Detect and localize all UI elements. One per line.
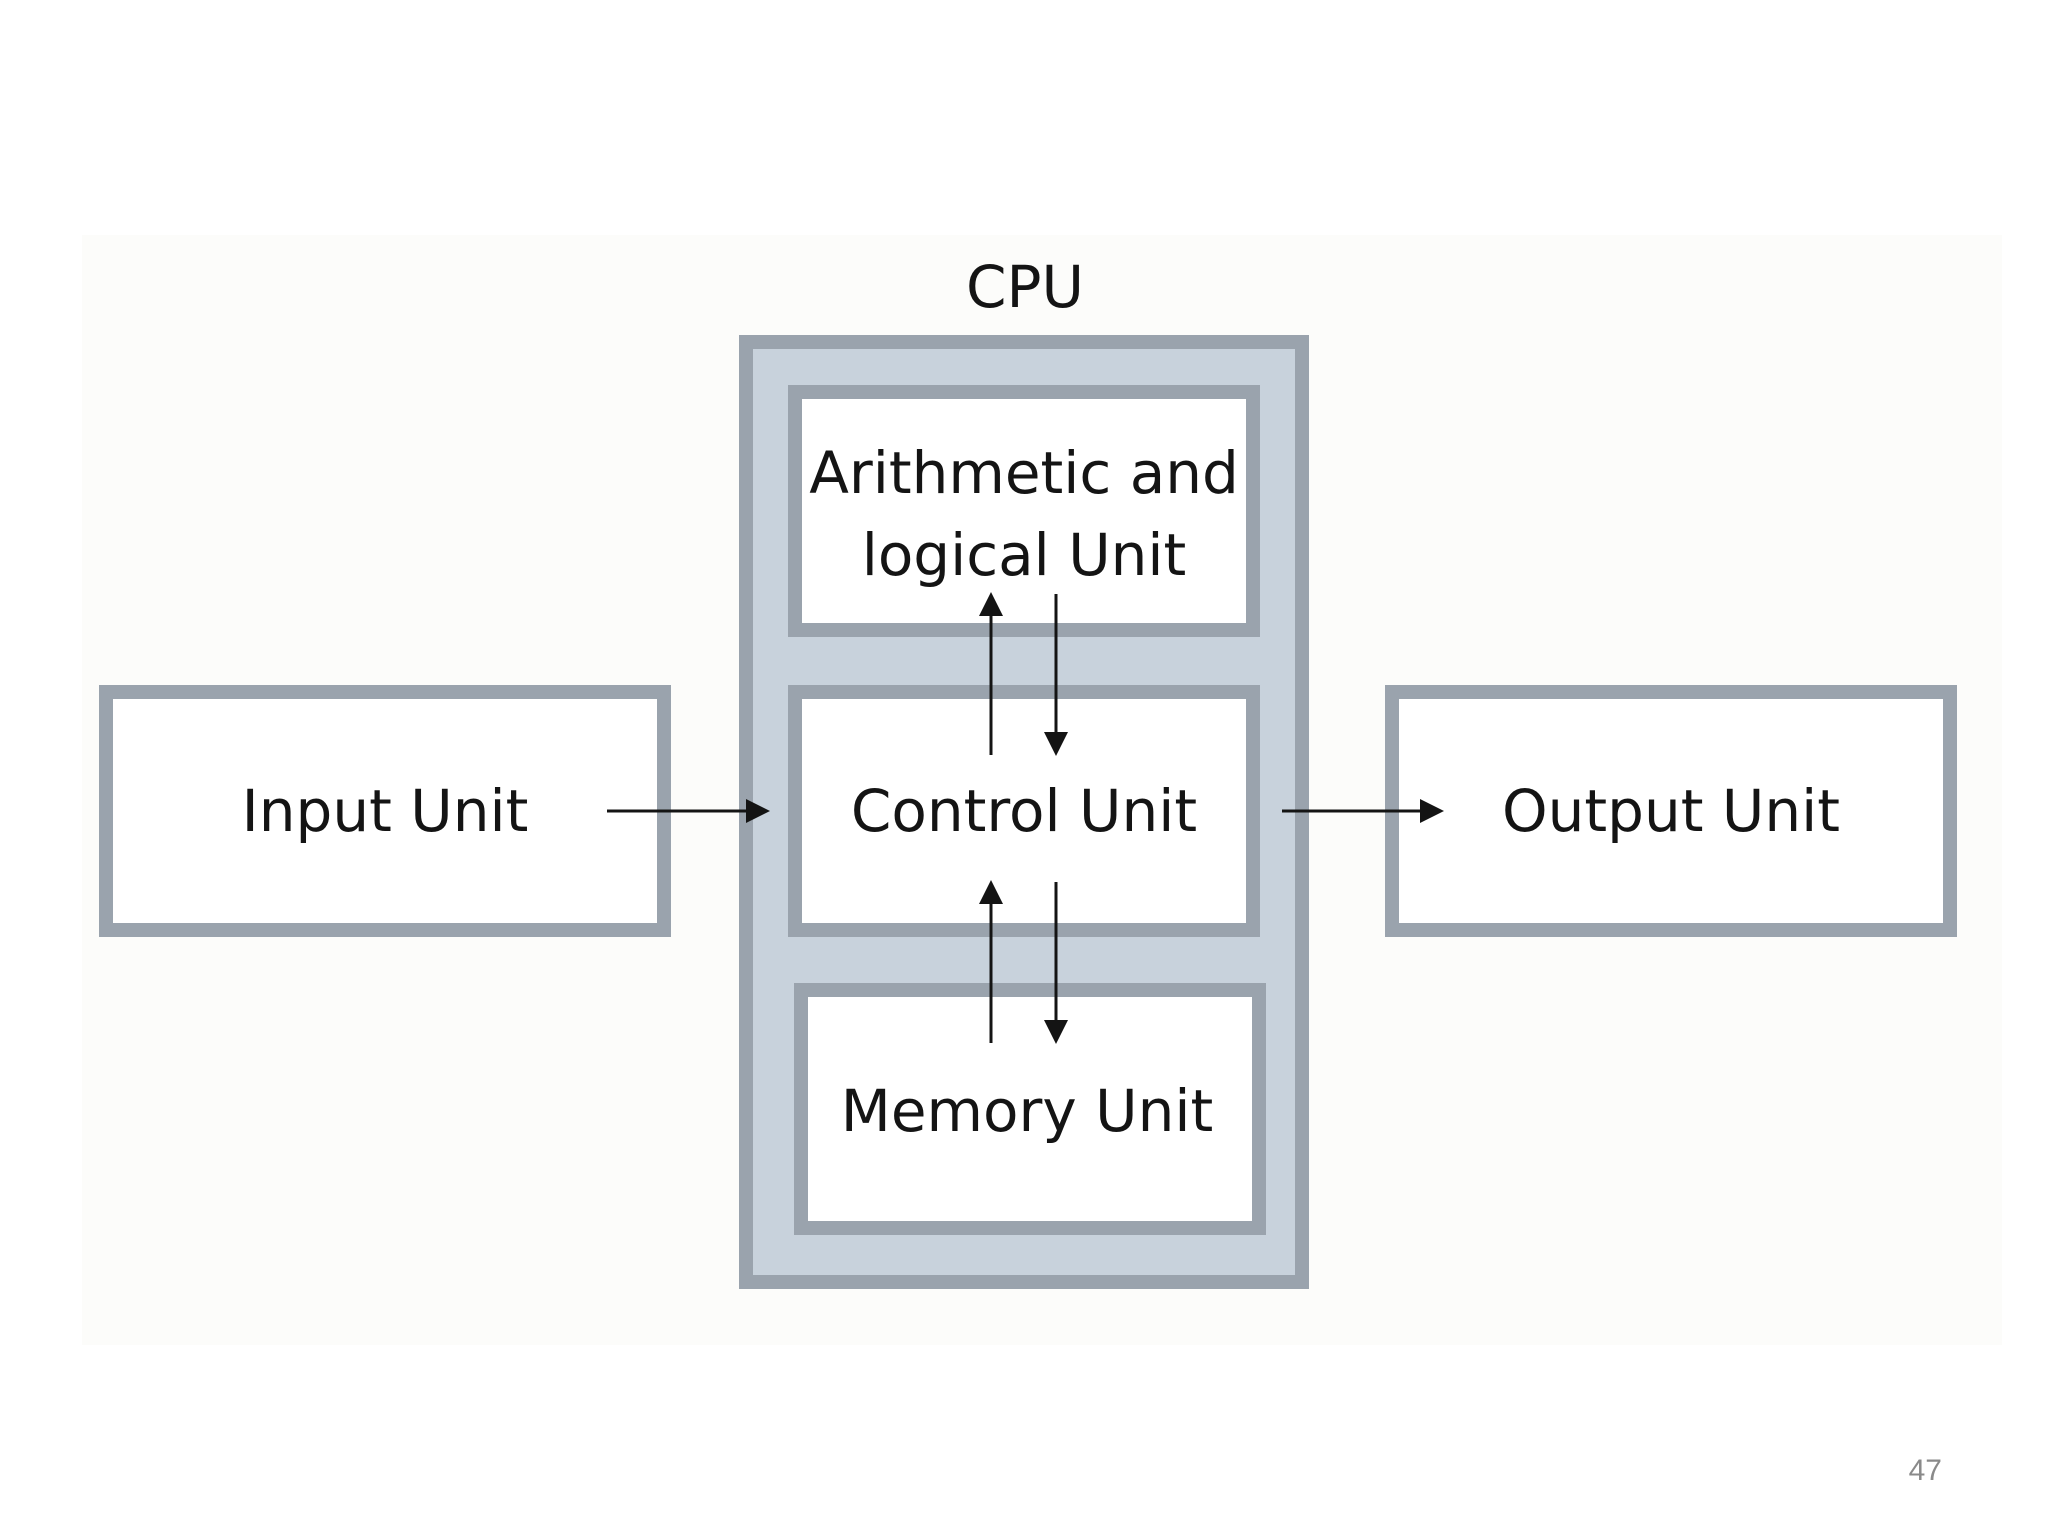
memory-unit-label: Memory Unit xyxy=(841,1077,1213,1145)
alu-label-line1: Arithmetic and xyxy=(809,439,1239,507)
input-unit-label: Input Unit xyxy=(242,777,529,845)
alu-label-line2: logical Unit xyxy=(862,521,1187,589)
alu-box xyxy=(788,385,1260,637)
control-unit-box xyxy=(788,685,1260,937)
page-number: 47 xyxy=(1908,1454,1942,1487)
control-unit-label: Control Unit xyxy=(851,777,1197,845)
output-unit-box xyxy=(1385,685,1957,937)
memory-unit-box xyxy=(794,983,1266,1235)
cpu-label: CPU xyxy=(966,253,1084,321)
output-unit-label: Output Unit xyxy=(1502,777,1840,845)
input-unit-box xyxy=(99,685,671,937)
